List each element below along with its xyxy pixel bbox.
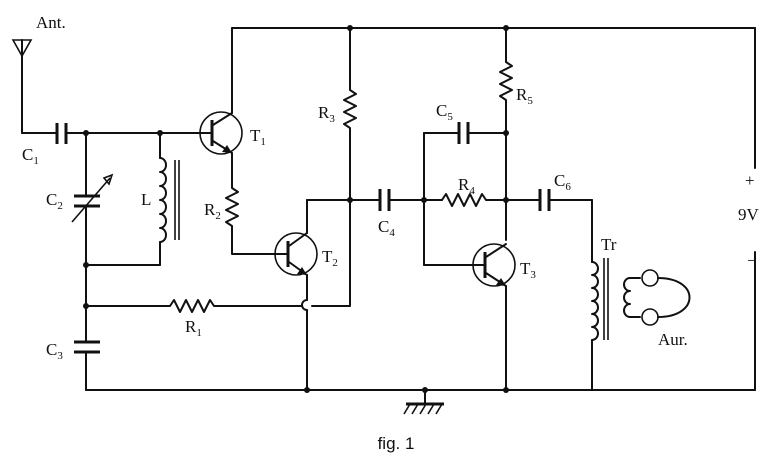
resistor-r2 xyxy=(225,181,286,255)
battery-voltage-label: 9V xyxy=(738,205,760,224)
aur-label: Aur. xyxy=(658,330,688,349)
capacitor-c3 xyxy=(74,305,100,391)
c3-label: C3 xyxy=(46,340,63,362)
battery-plus-label: + xyxy=(745,171,755,190)
r3-label: R3 xyxy=(318,103,335,125)
r2-label: R2 xyxy=(204,200,221,222)
transistor-t2 xyxy=(274,199,351,391)
r4-label: R4 xyxy=(458,175,475,197)
junction-dots xyxy=(83,25,509,393)
l-label: L xyxy=(141,190,151,209)
capacitor-c6 xyxy=(505,189,593,263)
capacitor-c4 xyxy=(349,189,443,211)
headphones-symbol xyxy=(629,269,691,326)
inductor-l xyxy=(85,132,180,266)
r1-label: R1 xyxy=(185,317,202,339)
antenna-label: Ant. xyxy=(36,13,66,32)
c2-label: C2 xyxy=(46,190,63,212)
c6-label: C6 xyxy=(554,171,571,193)
top-rail xyxy=(231,27,756,169)
battery-minus-label: − xyxy=(747,251,757,270)
tr-label: Tr xyxy=(601,235,617,254)
antenna-symbol xyxy=(11,39,33,134)
resistor-r4 xyxy=(441,193,507,207)
figure-caption: fig. 1 xyxy=(378,434,415,453)
c1-label: C1 xyxy=(22,145,39,167)
r5-label: R5 xyxy=(516,85,533,107)
t3-label: T3 xyxy=(520,259,536,281)
capacitor-c2 xyxy=(71,132,114,307)
resistor-r5 xyxy=(499,27,513,241)
transistor-t3 xyxy=(423,243,516,391)
transformer-tr xyxy=(591,258,631,391)
capacitor-c1 xyxy=(21,123,204,144)
c4-label: C4 xyxy=(378,217,395,239)
resistor-r3 xyxy=(343,27,357,306)
t1-label: T1 xyxy=(250,126,266,148)
t2-label: T2 xyxy=(322,247,338,269)
transistor-t1 xyxy=(199,27,243,183)
ground-symbol xyxy=(403,402,444,415)
resistor-r1 xyxy=(85,299,351,313)
c5-label: C5 xyxy=(436,101,453,123)
